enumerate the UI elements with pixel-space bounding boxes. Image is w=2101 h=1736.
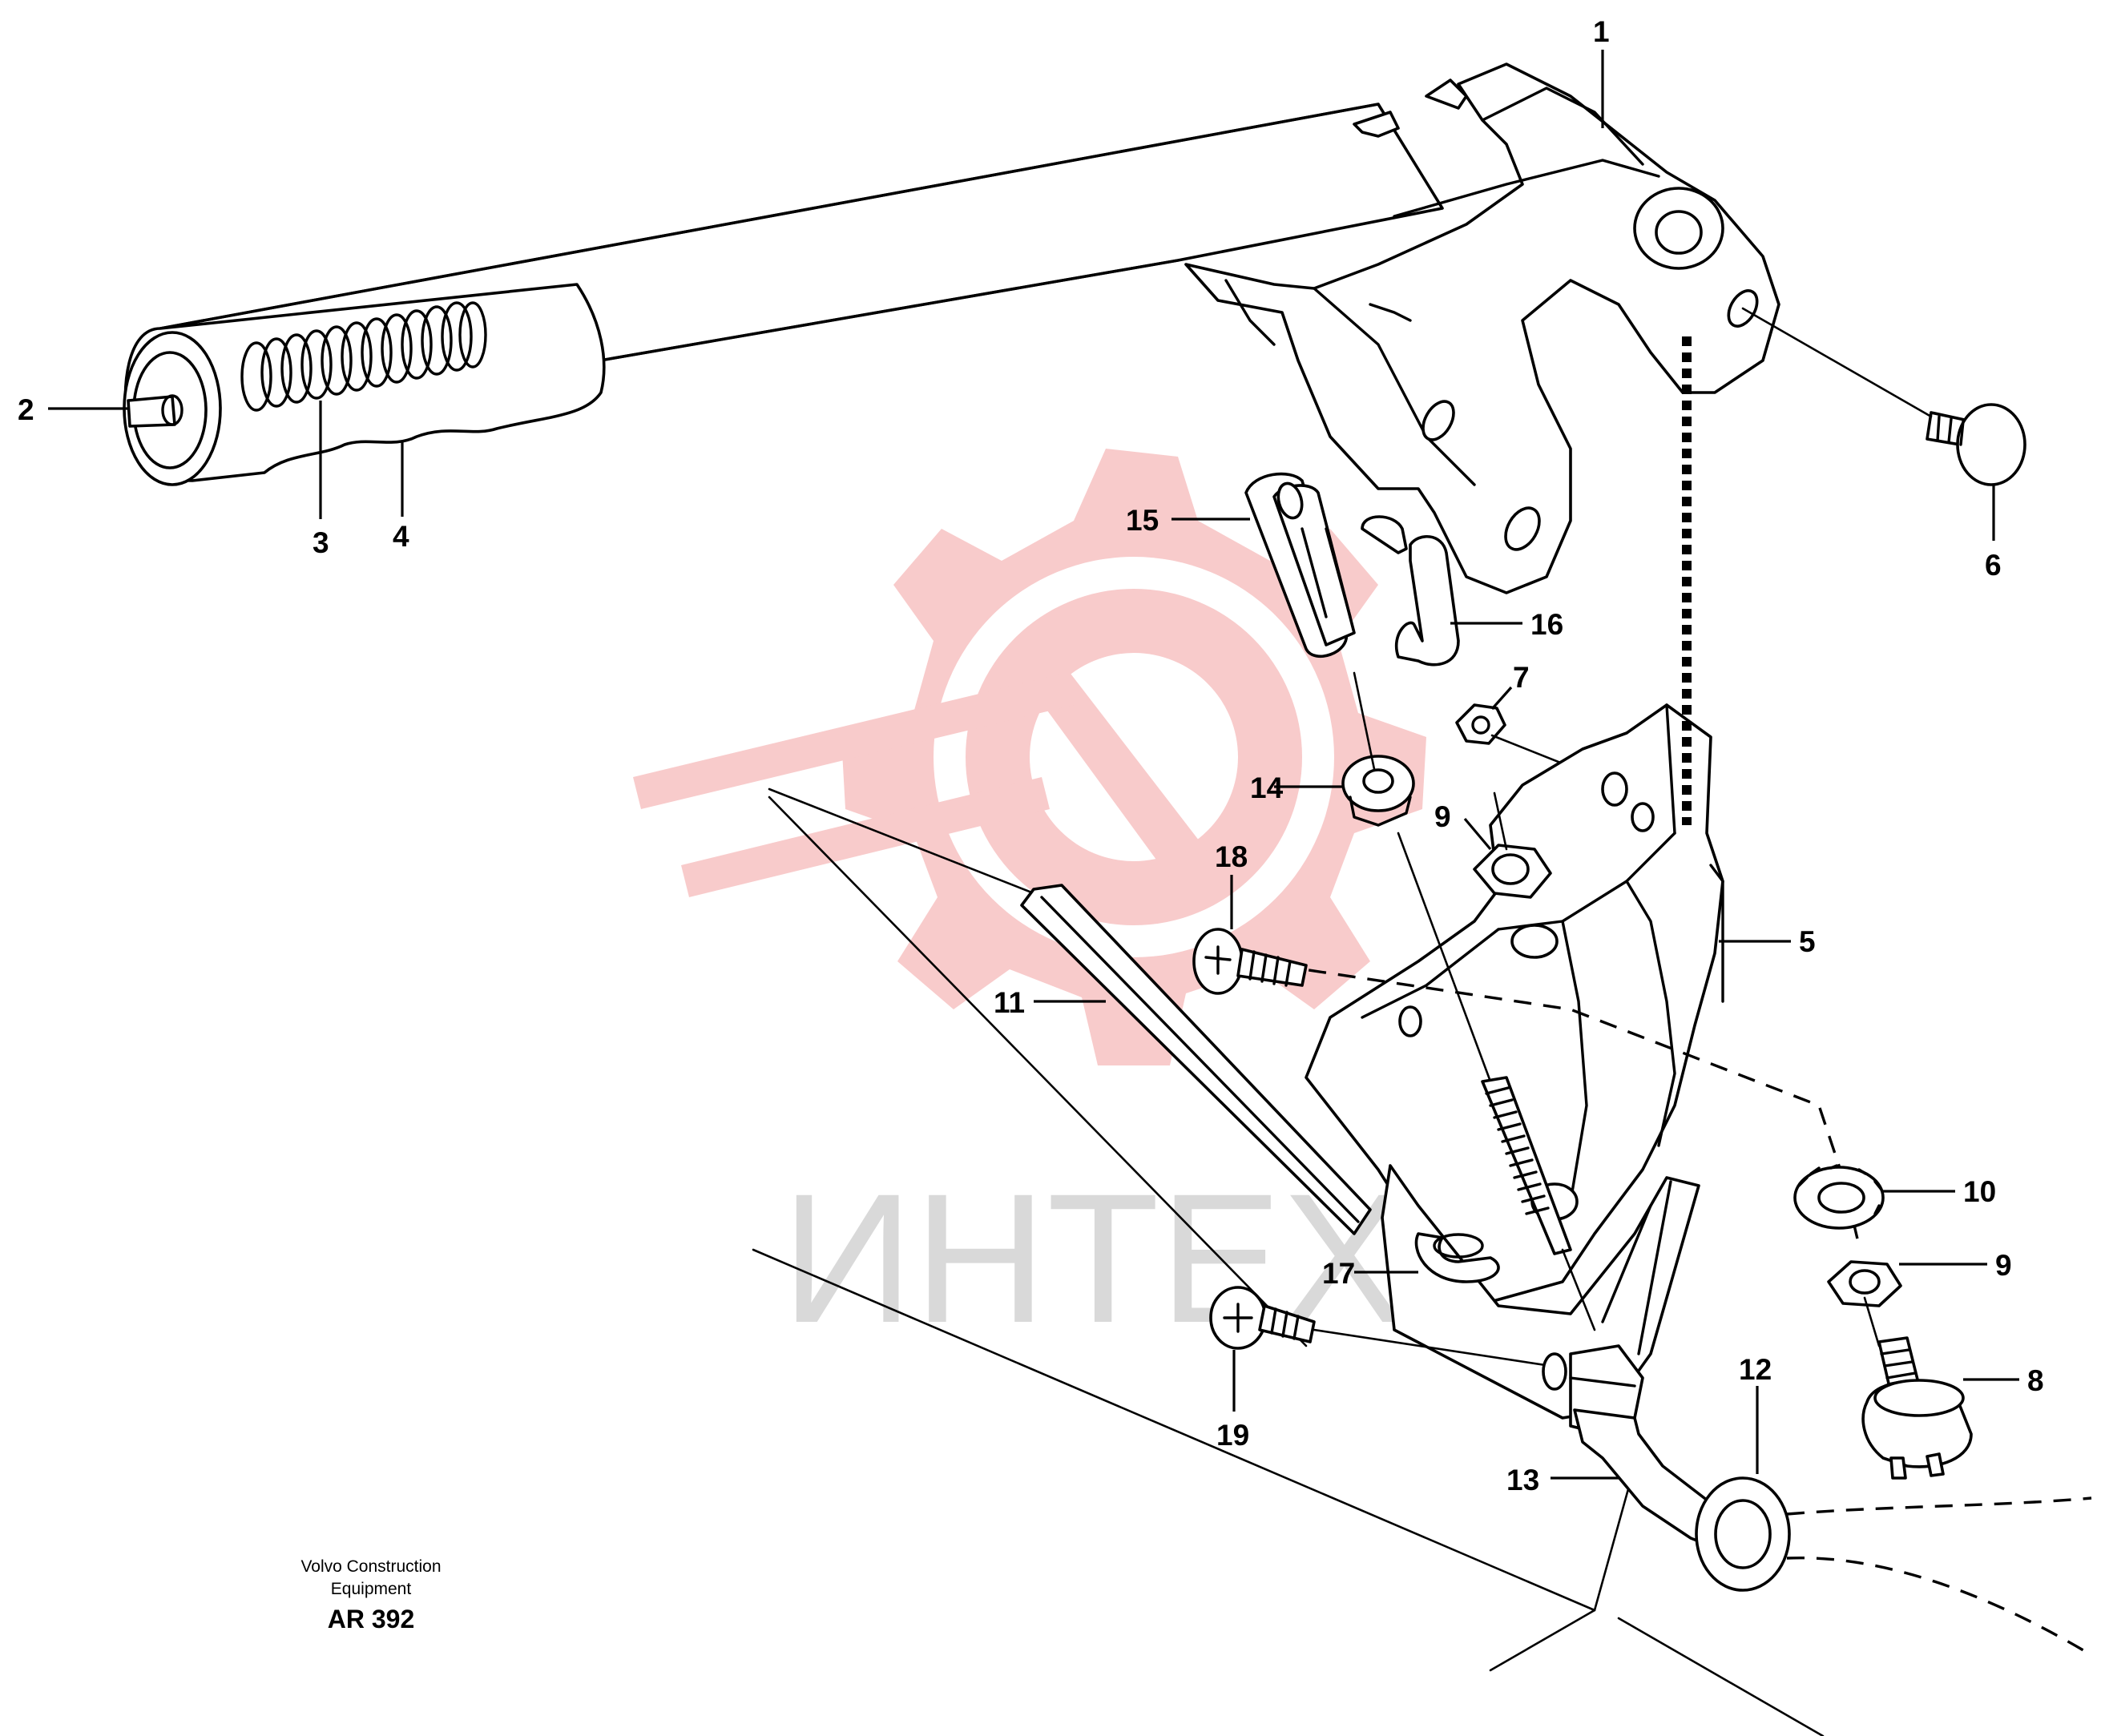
nut-9-upper <box>1473 844 1552 899</box>
callout-6: 6 <box>1985 549 2002 582</box>
callout-7: 7 <box>1513 661 1530 694</box>
drawing-caption: Volvo Construction Equipment AR 392 <box>300 1557 441 1633</box>
callout-10: 10 <box>1963 1175 1996 1208</box>
threaded-rod <box>1397 832 1596 1331</box>
callout-9b: 9 <box>1995 1249 2012 1282</box>
wire-11 <box>768 787 1372 1235</box>
callout-2: 2 <box>18 393 34 426</box>
washer-14 <box>1341 755 1415 827</box>
clip-17 <box>1414 1232 1500 1283</box>
callout-5: 5 <box>1799 925 1816 958</box>
screw-19 <box>1209 1286 1316 1350</box>
hand-grip <box>123 283 606 486</box>
grommet <box>1695 1476 1791 1592</box>
callout-8: 8 <box>2027 1364 2044 1397</box>
nut-9-lower <box>1827 1260 1902 1307</box>
watermark-logo <box>633 449 1426 1065</box>
callout-14: 14 <box>1250 771 1284 804</box>
callout-15: 15 <box>1126 504 1159 537</box>
nut-7 <box>1455 703 1506 745</box>
clevis <box>1244 472 1356 659</box>
callout-13: 13 <box>1506 1464 1539 1496</box>
screw-hole <box>1542 1352 1567 1391</box>
callout-9a: 9 <box>1434 800 1451 833</box>
callout-17: 17 <box>1322 1257 1355 1290</box>
callout-19: 19 <box>1216 1419 1249 1452</box>
caption-company-2: Equipment <box>331 1580 412 1598</box>
callout-12: 12 <box>1739 1353 1772 1386</box>
caption-company: Volvo Construction <box>300 1557 441 1576</box>
spring-coils <box>240 301 487 412</box>
pivot-pin <box>1926 403 2026 486</box>
clip-pin <box>1361 515 1460 667</box>
switch-8 <box>1861 1336 1973 1480</box>
callout-1: 1 <box>1593 15 1610 48</box>
screw-18 <box>1192 928 1308 995</box>
callout-16: 16 <box>1530 608 1563 641</box>
callout-18: 18 <box>1215 840 1248 873</box>
drawing-code: AR 392 <box>328 1605 415 1633</box>
callout-11: 11 <box>994 986 1025 1019</box>
lock-washer-10 <box>1793 1164 1885 1230</box>
lever-pivot-bracket <box>1184 62 1780 594</box>
callout-3: 3 <box>313 526 329 559</box>
callout-leaders <box>48 50 2019 1480</box>
callout-labels: 1 2 3 4 5 6 7 8 9 9 10 11 12 13 14 15 16… <box>18 15 2044 1496</box>
callout-4: 4 <box>393 520 409 553</box>
